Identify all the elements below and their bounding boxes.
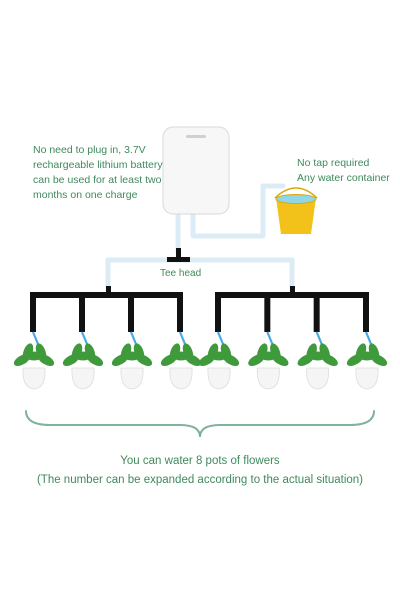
drop-pipe <box>215 295 221 332</box>
flower-pots <box>13 331 388 390</box>
manifold-pipe <box>215 292 369 298</box>
tee-head-label: Tee head <box>160 268 202 279</box>
drop-pipe <box>363 295 369 332</box>
summary-note: (The number can be expanded according to… <box>36 474 364 486</box>
tap-line-2: Any water container <box>297 172 390 184</box>
flower-pot <box>111 343 153 390</box>
leaf <box>259 351 278 361</box>
pot-body <box>355 367 379 390</box>
tap-description: No tap required Any water container <box>297 156 397 186</box>
drop-pipe <box>313 295 320 332</box>
pot-body <box>207 367 231 390</box>
flower-pot <box>160 343 202 390</box>
grouping-brace <box>25 410 375 438</box>
flower-pot <box>248 343 289 390</box>
summary-headline: You can water 8 pots of flowers <box>120 455 280 467</box>
drop-pipe <box>128 295 134 332</box>
battery-description: No need to plug in, 3.7V rechargeable li… <box>33 143 169 203</box>
battery-line-3: can be used for at least two <box>33 174 162 186</box>
flower-pot <box>62 343 104 390</box>
drop-pipe <box>30 295 36 332</box>
flower-pot <box>13 343 55 390</box>
flower-pot <box>346 343 388 390</box>
drip-pipe-network <box>30 286 369 332</box>
leaf <box>74 351 92 361</box>
manifold-connector <box>106 286 111 294</box>
pot-body <box>306 367 330 390</box>
flower-pot <box>297 343 338 390</box>
drop-pipe <box>264 295 271 332</box>
pot-body <box>169 367 193 390</box>
controller-device <box>162 126 230 215</box>
battery-line-1: No need to plug in, 3.7V <box>33 144 146 156</box>
drop-pipe <box>79 295 85 332</box>
flower-pot <box>198 343 240 390</box>
leaf <box>123 351 141 361</box>
water-bucket-icon <box>274 187 318 234</box>
indicator-light <box>186 135 206 138</box>
leaf <box>210 351 228 361</box>
tap-line-1: No tap required <box>297 157 370 169</box>
leaf <box>25 351 43 361</box>
pot-body <box>71 367 95 390</box>
leaf <box>172 351 190 361</box>
pot-body <box>22 367 46 390</box>
battery-line-2: rechargeable lithium battery <box>33 159 163 171</box>
leaf <box>358 351 376 361</box>
drop-pipe <box>177 295 183 332</box>
tee-head-connector <box>167 248 190 262</box>
pot-body <box>256 367 280 390</box>
pot-body <box>120 367 144 390</box>
battery-line-4: months on one charge <box>33 189 138 201</box>
manifold-pipe <box>30 292 183 298</box>
leaf <box>308 351 327 361</box>
manifold-connector <box>290 286 295 294</box>
